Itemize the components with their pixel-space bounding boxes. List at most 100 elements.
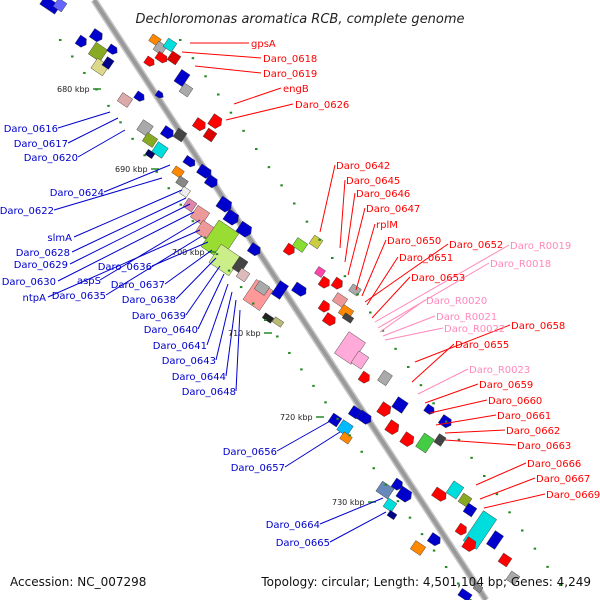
gene-arrow — [143, 55, 155, 67]
gene-block — [382, 497, 398, 513]
tick-dot — [288, 351, 291, 354]
plus-gene-leader-line — [319, 164, 336, 233]
minus-gene-label: Daro_0665 — [276, 538, 330, 549]
kbp-tick-label: 720 kbp — [280, 413, 313, 422]
tick-dot — [255, 148, 258, 150]
tick-dot — [407, 366, 410, 368]
gene-block — [457, 588, 473, 600]
tick-dot — [372, 467, 376, 470]
gene-arrow — [376, 401, 392, 417]
gene-arrow — [384, 419, 400, 435]
tick-dot — [432, 549, 436, 552]
gene-block — [200, 219, 240, 261]
tick-dot — [191, 57, 195, 60]
plus-gene-label: Daro_0646 — [356, 189, 410, 200]
plus-gene-leader-line — [483, 493, 546, 509]
gene-block — [178, 82, 194, 98]
minus-gene-leader-line — [67, 117, 119, 144]
minus-gene-label: Daro_0628 — [16, 248, 70, 259]
plus-gene-label: Daro_0660 — [488, 396, 542, 407]
gene-block — [391, 396, 409, 414]
genome-summary: Topology: circular; Length: 4,501,104 bp… — [260, 575, 591, 589]
plus-gene-leader-line — [444, 439, 517, 446]
minus-gene-label: Daro_0616 — [4, 124, 58, 135]
minus-gene-leader-line — [225, 299, 237, 377]
minus-gene-label: Daro_0639 — [132, 311, 186, 322]
plus-gene-leader-line — [411, 343, 455, 383]
plus-gene-leader-line — [444, 429, 506, 434]
gene-block — [90, 57, 110, 77]
gene-arrow — [106, 43, 118, 55]
gene-block — [253, 280, 271, 296]
plus-gene-leader-line — [355, 223, 376, 291]
plus-gene-label: Daro_0645 — [346, 176, 400, 187]
gene-block — [179, 186, 191, 198]
gene-block — [409, 540, 427, 556]
gene-block — [190, 205, 210, 225]
tick-dot — [318, 238, 321, 241]
tick-dot — [71, 55, 74, 58]
gene-block — [445, 480, 465, 500]
gene-block — [486, 530, 504, 550]
gene-block — [166, 50, 182, 66]
rna-gene-label: Daro_R0023 — [469, 365, 530, 376]
gene-block — [52, 0, 68, 13]
gene-block — [175, 175, 189, 189]
minus-gene-leader-line — [99, 219, 201, 281]
tick-dot — [444, 566, 448, 569]
gene-block — [171, 165, 185, 179]
gene-block — [202, 127, 218, 143]
rna-gene-leader-line — [379, 299, 426, 333]
minus-gene-label: Daro_0635 — [52, 291, 106, 302]
gene-arrow — [399, 431, 415, 447]
plus-gene-label: engB — [283, 84, 309, 95]
plus-gene-label: Daro_0663 — [517, 441, 571, 452]
plus-gene-label: Daro_0650 — [387, 236, 441, 247]
tick-dot — [229, 111, 233, 114]
tick-dot — [360, 450, 363, 453]
gene-arrow — [390, 477, 403, 491]
gene-block — [173, 69, 191, 87]
minus-gene-leader-line — [319, 497, 384, 525]
gene-arrow — [215, 195, 232, 213]
gene-block — [101, 56, 115, 70]
minus-gene-label: Daro_0637 — [111, 280, 165, 291]
tick-dot — [420, 533, 424, 536]
rna-gene-leader-line — [384, 327, 444, 341]
gene-block — [144, 148, 156, 160]
gene-arrow — [222, 208, 239, 226]
gene-block — [462, 502, 478, 518]
minus-gene-label: Daro_0657 — [231, 463, 285, 474]
minus-gene-leader-line — [235, 309, 241, 392]
tick-dot — [293, 202, 296, 205]
gene-block — [235, 267, 251, 283]
plus-gene-label: rplM — [376, 220, 398, 231]
minus-gene-leader-line — [47, 229, 201, 298]
rna-gene-leader-line — [382, 315, 436, 337]
tick-dot — [456, 582, 460, 585]
plus-gene-label: Daro_0666 — [527, 459, 581, 470]
gene-block — [327, 412, 343, 428]
gene-block — [151, 141, 169, 159]
gene-arrow — [88, 28, 103, 43]
plus-gene-label: Daro_0626 — [295, 100, 349, 111]
gene-block — [433, 433, 447, 447]
minus-gene-label: Daro_0643 — [162, 356, 216, 367]
minus-gene-label: Daro_0629 — [14, 260, 68, 271]
backbone-line — [92, 0, 488, 600]
gene-block — [182, 197, 198, 213]
gene-block — [136, 119, 154, 137]
tick-dot — [336, 417, 339, 420]
minus-gene-leader-line — [206, 283, 229, 346]
gene-block — [350, 350, 370, 370]
gene-arrow — [317, 299, 330, 313]
tick-dot — [356, 293, 359, 296]
gene-arrow — [317, 275, 330, 289]
gene-block — [331, 292, 349, 308]
gene-block — [341, 312, 355, 324]
tick-dot — [483, 475, 486, 477]
gene-block — [162, 37, 178, 53]
tick-dot — [305, 220, 309, 223]
kbp-tick-label: 680 kbp — [57, 85, 90, 94]
plus-gene-leader-line — [364, 243, 449, 303]
